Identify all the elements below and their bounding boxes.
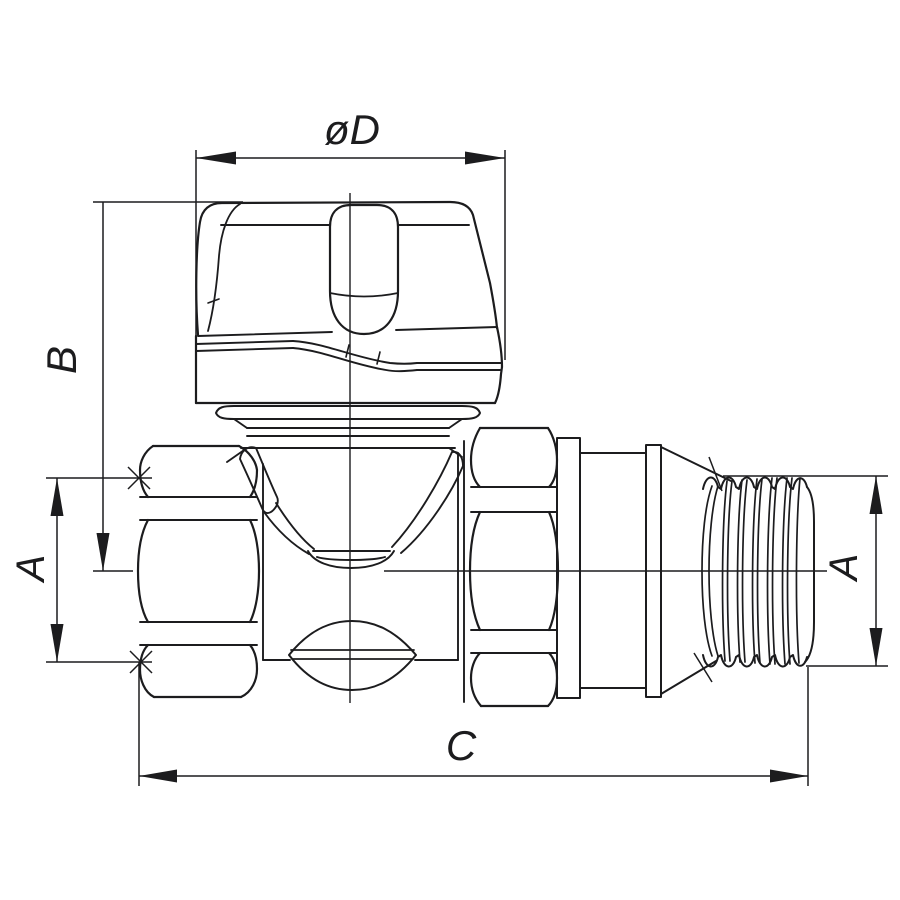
knob-left-bevel [207, 203, 241, 332]
seat-band-left [263, 502, 315, 555]
seat-cup [307, 550, 395, 569]
valve-outline [136, 200, 815, 708]
inlet-nut [136, 444, 261, 699]
union-nut [468, 426, 560, 708]
dimension-label-height-b: B [38, 346, 85, 374]
seat-tube-left [239, 446, 279, 514]
arrowhead [770, 769, 808, 783]
arrowhead [139, 769, 177, 783]
swoosh-divider [345, 344, 381, 365]
bottom-lens-lines [290, 649, 415, 660]
tail-cone-top [660, 446, 732, 482]
bonnet-neck-lines [240, 427, 456, 449]
arrowhead [50, 624, 64, 662]
arrowhead [869, 476, 883, 514]
bonnet-neck-sides [233, 418, 463, 429]
union-left-silhouette [468, 426, 483, 708]
dimension-label-port-a-left: A [9, 555, 53, 584]
thread-crest-bottom [702, 654, 808, 668]
grip-capsule [328, 203, 400, 336]
valve-body [239, 440, 465, 703]
skirt-right-bands [416, 362, 502, 371]
grip-capsule-line [329, 292, 399, 298]
dimension-labels: øD B A A C [9, 106, 866, 769]
handle-skirt [194, 325, 504, 405]
nut-left-silhouette [136, 444, 156, 699]
dimension-lines [46, 150, 888, 786]
thread-end-cap [804, 486, 815, 663]
bonnet-flare [226, 447, 463, 463]
arrowhead [50, 478, 64, 516]
tail-cylinder [579, 452, 647, 689]
bonnet-disc [215, 405, 481, 420]
arrowhead [869, 628, 883, 666]
dimension-label-port-a-right: A [822, 554, 866, 583]
seat-tube-right [391, 450, 464, 554]
tail-cone-bottom [660, 660, 717, 695]
skirt-top-line [197, 326, 498, 337]
dimension-arrowheads [50, 151, 883, 783]
dimension-label-diameter-d: øD [324, 106, 380, 153]
thread-entry-ellipse [701, 485, 719, 657]
tail-ring-2 [645, 444, 662, 698]
knob-bevel-tick [207, 298, 220, 304]
arrowhead [465, 151, 505, 165]
skirt-right-edge [493, 325, 504, 405]
arrowhead [196, 151, 236, 165]
thread-limit-x [693, 652, 713, 683]
nut-facet-lines [139, 496, 258, 646]
skirt-left-bands [195, 340, 294, 352]
skirt-swoosh-lower [292, 347, 418, 373]
outlet-thread [701, 476, 815, 668]
arrowhead [96, 533, 110, 571]
tail-ring-1 [556, 437, 581, 699]
skirt-swoosh-upper [292, 340, 418, 365]
knob-outline [195, 200, 499, 337]
dimension-label-length-c: C [446, 722, 477, 769]
thread-flanks [721, 477, 801, 665]
union-facet-lines [470, 486, 558, 654]
bonnet [215, 405, 481, 463]
handle-knob [195, 200, 499, 337]
tailpiece [556, 437, 732, 699]
nut-right-silhouette [237, 444, 261, 699]
bottom-lens [288, 620, 417, 691]
thread-limit-x [127, 466, 151, 490]
